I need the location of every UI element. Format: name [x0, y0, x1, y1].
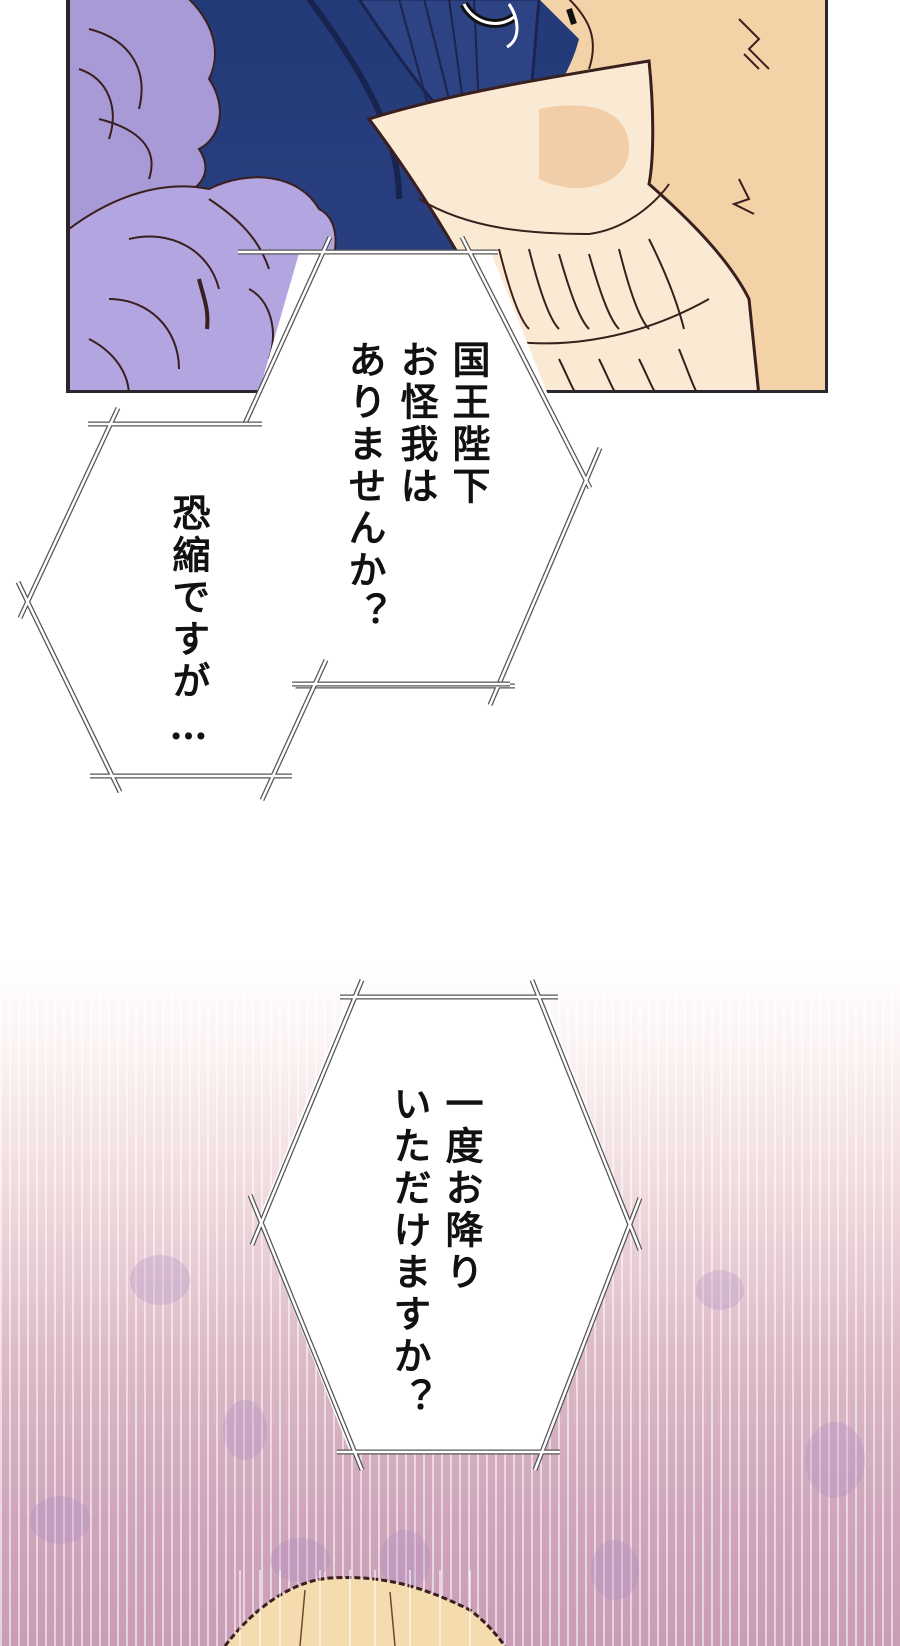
top-panel	[66, 0, 828, 393]
speech-bubble-1-text: 国王陛下 お怪我は ありませんか？	[342, 340, 491, 634]
speech-bubble-2-text: 恐縮ですが…	[166, 493, 211, 752]
speech-bubble-3-text: 一度お降り いただけますか？	[387, 1084, 484, 1420]
top-panel-artwork	[69, 0, 825, 390]
